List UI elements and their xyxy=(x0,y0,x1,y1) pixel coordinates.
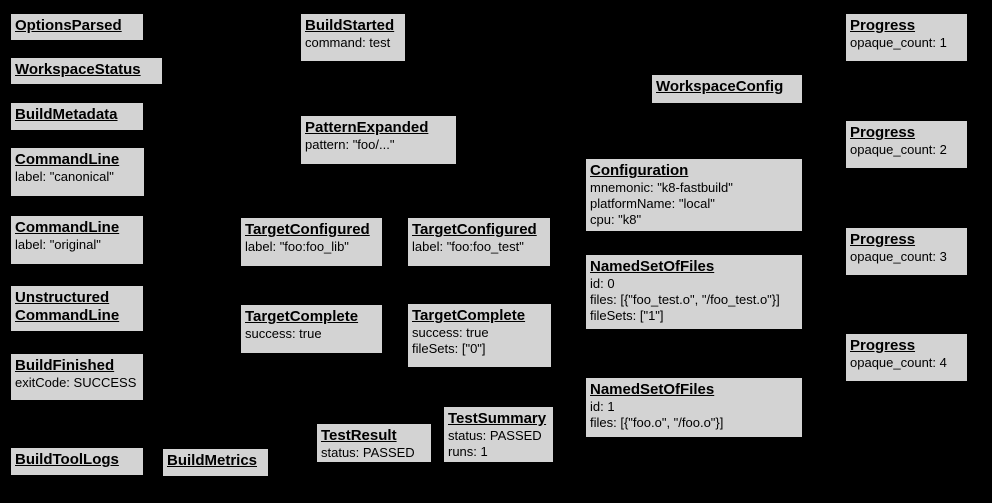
node-field-mnemonic: mnemonic: "k8-fastbuild" xyxy=(590,180,733,195)
node-namedsetoffiles-1: NamedSetOfFiles id: 1 files: [{"foo.o", … xyxy=(585,377,803,438)
node-commandline-original: CommandLine label: "original" xyxy=(10,215,144,265)
node-testresult: TestResult status: PASSED xyxy=(316,423,432,463)
node-progress-2: Progress opaque_count: 2 xyxy=(845,120,968,169)
node-optionsparsed: OptionsParsed xyxy=(10,13,144,41)
node-title: CommandLine xyxy=(15,219,120,236)
node-buildtoollogs: BuildToolLogs xyxy=(10,447,144,476)
node-field-label: label: "original" xyxy=(15,237,101,252)
node-field-exitcode: exitCode: SUCCESS xyxy=(15,375,137,390)
node-title: CommandLine xyxy=(15,151,120,168)
node-field-command: command: test xyxy=(305,35,391,50)
node-buildfinished: BuildFinished exitCode: SUCCESS xyxy=(10,353,144,401)
node-title: PatternExpanded xyxy=(305,119,429,136)
node-field-cpu: cpu: "k8" xyxy=(590,212,642,227)
node-workspacestatus: WorkspaceStatus xyxy=(10,57,163,85)
node-title: Progress xyxy=(850,337,916,354)
node-field-platformname: platformName: "local" xyxy=(590,196,715,211)
node-buildstarted: BuildStarted command: test xyxy=(300,13,406,62)
node-targetcomplete-foo-lib: TargetComplete success: true xyxy=(240,304,383,354)
node-field-success: success: true xyxy=(245,326,322,341)
node-field-success: success: true xyxy=(412,325,489,340)
node-title: TargetConfigured xyxy=(412,221,537,238)
node-field-id: id: 0 xyxy=(590,276,615,291)
node-targetcomplete-foo-test: TargetComplete success: true fileSets: [… xyxy=(407,303,552,368)
node-title: TargetComplete xyxy=(245,308,359,325)
node-title: OptionsParsed xyxy=(15,17,122,34)
node-title: BuildMetrics xyxy=(167,452,258,469)
node-field-opaque-count: opaque_count: 1 xyxy=(850,35,947,50)
node-unstructuredcommandline: Unstructured CommandLine xyxy=(10,285,144,332)
node-namedsetoffiles-0: NamedSetOfFiles id: 0 files: [{"foo_test… xyxy=(585,254,803,330)
node-progress-1: Progress opaque_count: 1 xyxy=(845,13,968,62)
node-field-filesets: fileSets: ["0"] xyxy=(412,341,486,356)
node-title: WorkspaceConfig xyxy=(656,78,784,95)
node-title: BuildMetadata xyxy=(15,106,118,123)
node-title: TestSummary xyxy=(448,410,547,427)
node-title: BuildToolLogs xyxy=(15,451,119,468)
node-progress-4: Progress opaque_count: 4 xyxy=(845,333,968,382)
node-title: TargetComplete xyxy=(412,307,526,324)
node-patternexpanded: PatternExpanded pattern: "foo/..." xyxy=(300,115,457,165)
node-commandline-canonical: CommandLine label: "canonical" xyxy=(10,147,145,197)
node-title: BuildFinished xyxy=(15,357,115,374)
node-field-label: label: "foo:foo_lib" xyxy=(245,239,349,254)
node-field-label: label: "canonical" xyxy=(15,169,114,184)
node-title: TargetConfigured xyxy=(245,221,370,238)
node-title: Progress xyxy=(850,124,916,141)
node-targetconfigured-foo-test: TargetConfigured label: "foo:foo_test" xyxy=(407,217,551,267)
node-field-pattern: pattern: "foo/..." xyxy=(305,137,395,152)
node-targetconfigured-foo-lib: TargetConfigured label: "foo:foo_lib" xyxy=(240,217,383,267)
node-field-label: label: "foo:foo_test" xyxy=(412,239,524,254)
node-title: Configuration xyxy=(590,162,689,179)
node-field-files: files: [{"foo_test.o", "/foo_test.o"}] xyxy=(590,292,780,307)
node-field-opaque-count: opaque_count: 4 xyxy=(850,355,947,370)
node-title: WorkspaceStatus xyxy=(15,61,141,78)
node-title: NamedSetOfFiles xyxy=(590,258,715,275)
node-title: TestResult xyxy=(321,427,397,444)
node-field-id: id: 1 xyxy=(590,399,615,414)
node-title: NamedSetOfFiles xyxy=(590,381,715,398)
node-field-files: files: [{"foo.o", "/foo.o"}] xyxy=(590,415,724,430)
node-title: Progress xyxy=(850,231,916,248)
node-buildmetrics: BuildMetrics xyxy=(162,448,269,477)
node-field-filesets: fileSets: ["1"] xyxy=(590,308,664,323)
node-buildmetadata: BuildMetadata xyxy=(10,102,144,131)
node-title: Progress xyxy=(850,17,916,34)
node-field-status: status: PASSED xyxy=(321,445,415,460)
node-testsummary: TestSummary status: PASSED runs: 1 xyxy=(443,406,554,463)
node-field-opaque-count: opaque_count: 2 xyxy=(850,142,947,157)
node-title: BuildStarted xyxy=(305,17,395,34)
node-configuration: Configuration mnemonic: "k8-fastbuild" p… xyxy=(585,158,803,232)
node-title-line2: CommandLine xyxy=(15,307,120,324)
node-field-opaque-count: opaque_count: 3 xyxy=(850,249,947,264)
node-workspaceconfig: WorkspaceConfig xyxy=(651,74,803,104)
node-title: Unstructured xyxy=(15,289,110,306)
node-field-status: status: PASSED xyxy=(448,428,542,443)
node-progress-3: Progress opaque_count: 3 xyxy=(845,227,968,276)
node-field-runs: runs: 1 xyxy=(448,444,488,459)
